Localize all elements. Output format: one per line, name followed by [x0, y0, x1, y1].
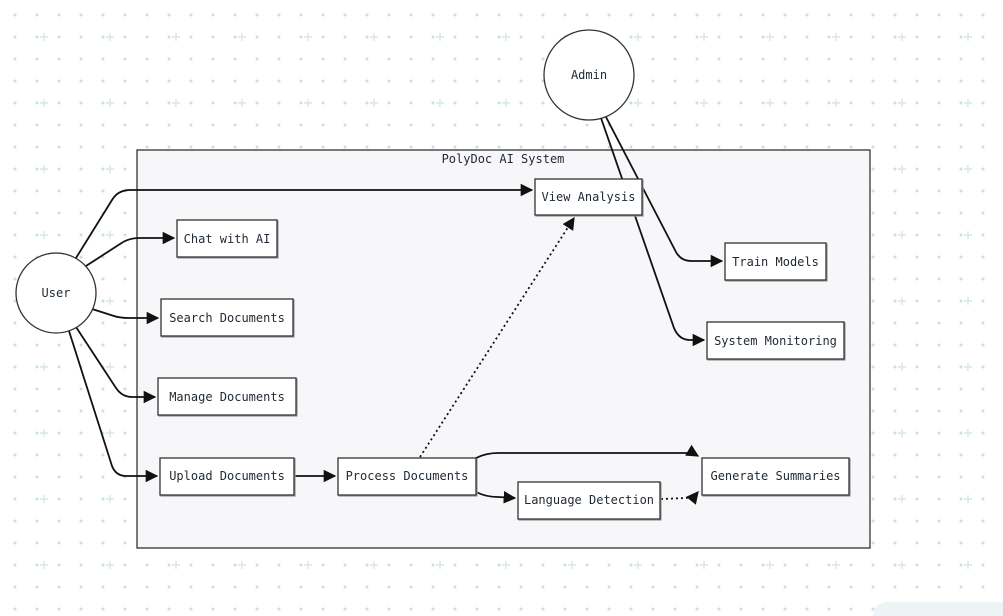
edge-process-summaries [475, 444, 700, 459]
actor-user[interactable]: User [15, 252, 97, 334]
edge-admin-train [605, 116, 724, 268]
use-case-manage-documents-label: Manage Documents [169, 390, 285, 404]
use-case-manage-documents[interactable]: Manage Documents [157, 377, 297, 416]
use-case-chat-with-ai-label: Chat with AI [184, 232, 271, 246]
use-case-train-models[interactable]: Train Models [724, 242, 827, 281]
use-case-process-documents-label: Process Documents [346, 469, 469, 483]
actor-admin-label: Admin [571, 68, 607, 82]
use-case-language-detection[interactable]: Language Detection [517, 481, 661, 520]
use-case-view-analysis-label: View Analysis [542, 190, 636, 204]
actor-user-label: User [42, 286, 71, 300]
edge-user-view-analysis [75, 183, 534, 259]
use-case-upload-documents[interactable]: Upload Documents [159, 457, 295, 496]
edge-admin-monitoring [600, 117, 706, 347]
use-case-search-documents-label: Search Documents [169, 311, 285, 325]
canvas-corner-panel [873, 602, 1003, 616]
edge-user-manage [75, 326, 157, 404]
use-case-upload-documents-label: Upload Documents [169, 469, 285, 483]
edge-process-view-analysis [419, 216, 575, 458]
use-case-search-documents[interactable]: Search Documents [160, 298, 294, 337]
use-case-chat-with-ai[interactable]: Chat with AI [176, 219, 278, 258]
use-case-generate-summaries[interactable]: Generate Summaries [701, 457, 850, 496]
use-case-view-analysis[interactable]: View Analysis [534, 178, 643, 216]
system-title: PolyDoc AI System [442, 152, 565, 166]
use-case-process-documents[interactable]: Process Documents [337, 457, 477, 496]
edge-process-language [475, 491, 517, 504]
actor-admin[interactable]: Admin [543, 29, 635, 121]
edge-user-search [91, 308, 160, 325]
use-case-system-monitoring[interactable]: System Monitoring [706, 321, 845, 360]
connections [68, 116, 724, 505]
use-case-generate-summaries-label: Generate Summaries [710, 469, 840, 483]
edge-user-chat [85, 231, 176, 267]
use-case-language-detection-label: Language Detection [524, 493, 654, 507]
edge-user-upload [68, 330, 159, 483]
use-case-system-monitoring-label: System Monitoring [714, 334, 837, 348]
edge-language-summaries [660, 491, 699, 505]
use-case-train-models-label: Train Models [732, 255, 819, 269]
